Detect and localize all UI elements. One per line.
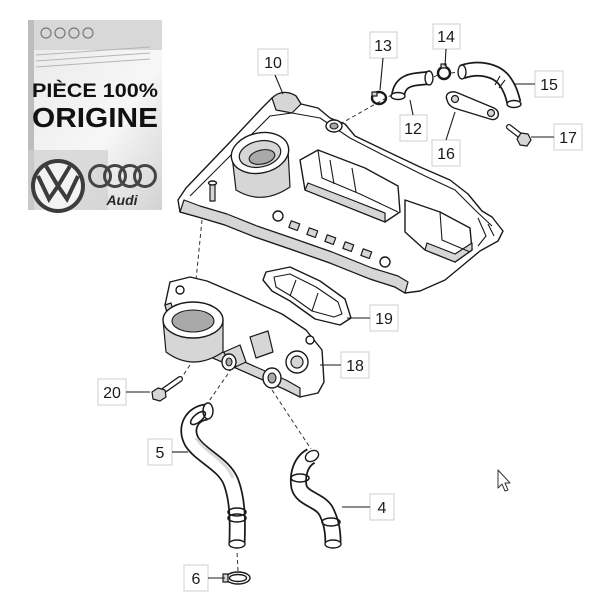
gasket-16 [445,91,500,121]
badge-subheadline: ORIGINE [32,102,158,133]
valve-cover-bolt-rail [272,210,391,268]
callout-label: 17 [559,130,577,147]
badge-box-side [28,20,34,210]
callout-label: 14 [437,29,455,46]
clamp-13 [370,90,388,106]
callout-label: 6 [192,571,201,588]
callout-10: 10 [257,48,289,95]
callout-label: 4 [378,500,387,517]
callout-6: 6 [183,564,225,592]
callout-label: 12 [404,121,422,138]
callout-20: 20 [97,378,150,406]
clamp-14 [436,63,452,81]
hose-15 [457,61,522,109]
callout-16: 16 [431,111,461,167]
callout-12: 12 [399,99,428,142]
bolt-20 [151,376,183,402]
audi-rings-icon [88,164,157,188]
callout-label: 18 [346,358,364,375]
original-parts-badge: PIÈCE 100% ORIGINE Audi [28,20,162,213]
callout-18: 18 [320,351,370,379]
audi-brand-text: Audi [105,192,138,208]
callout-label: 19 [375,311,393,328]
mouse-cursor-icon [497,469,511,492]
oil-separator [162,276,325,398]
hose-4 [289,448,342,549]
callout-5: 5 [147,438,188,466]
callout-19: 19 [347,304,399,332]
callout-label: 10 [264,55,282,72]
badge-small-logos [40,27,94,39]
bolt-17 [506,124,532,147]
clamp-6 [222,571,251,585]
callout-label: 13 [374,38,392,55]
valve-cover [177,91,504,294]
badge-box-top [28,20,162,50]
hose-12 [390,70,434,101]
callout-label: 16 [437,146,455,163]
callout-label: 5 [156,445,165,462]
hose-5 [180,402,247,549]
callout-17: 17 [531,123,583,151]
callout-label: 20 [103,385,121,402]
callout-15: 15 [514,70,564,98]
gasket-19 [262,266,352,326]
callout-label: 15 [540,77,558,94]
callout-4: 4 [342,493,395,521]
callout-14: 14 [432,23,461,67]
vw-logo-icon [31,159,85,213]
badge-print-pattern [35,46,151,68]
badge-headline: PIÈCE 100% [32,80,158,102]
callout-13: 13 [369,31,398,91]
